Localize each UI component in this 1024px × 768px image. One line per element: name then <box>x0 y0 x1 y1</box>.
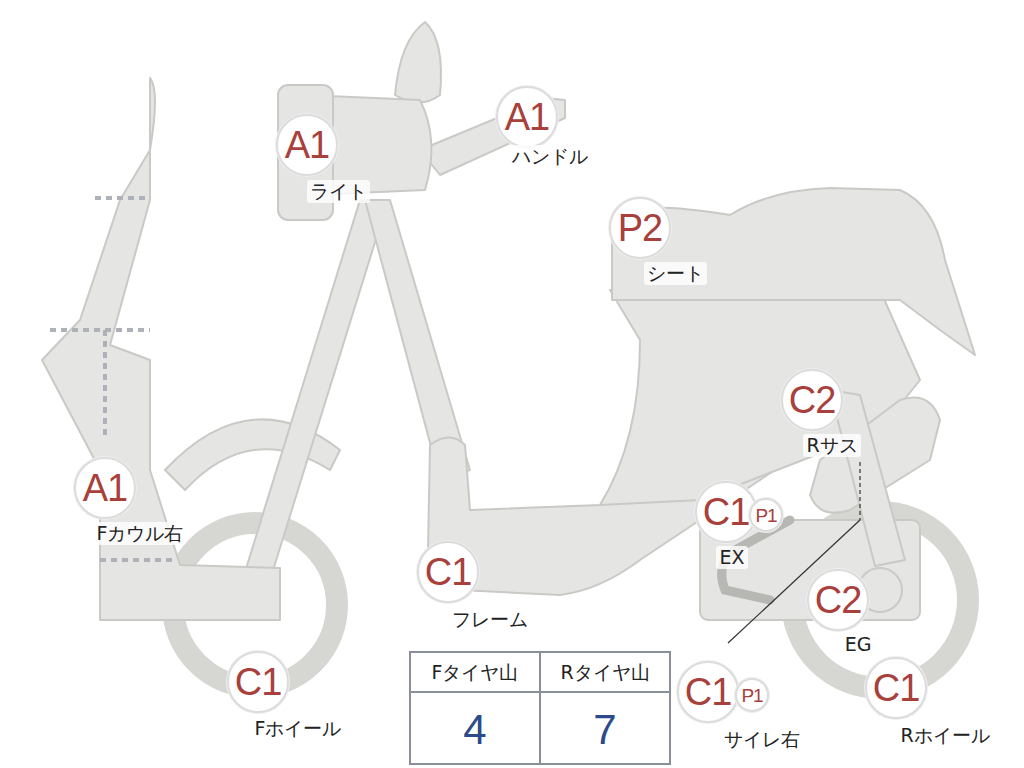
damage-callout: C2Rサス <box>781 369 843 431</box>
callout-circle: C2 <box>807 569 869 631</box>
part-name: サイレ右 <box>721 728 803 751</box>
callout-circle: A1 <box>276 114 338 176</box>
callout-code: P2 <box>618 209 662 247</box>
damage-callout: C1Rホイール <box>865 657 927 719</box>
front-cowl <box>42 78 280 620</box>
panel-seam <box>95 196 150 200</box>
panel-seam <box>100 558 175 562</box>
leader-line <box>859 462 860 520</box>
callout-circle: C1 <box>865 657 927 719</box>
part-name: フレーム <box>449 608 531 631</box>
part-name: Rホイール <box>897 724 992 747</box>
rear-shock <box>830 390 905 566</box>
panel-seam <box>50 328 150 332</box>
callout-code: C1 <box>685 673 732 711</box>
callout-circle: A1 <box>74 457 136 519</box>
callout-circle: C1 <box>417 541 479 603</box>
callout-code: C1 <box>425 553 472 591</box>
callout-circle: P1 <box>735 678 769 712</box>
damage-callout: A1Fカウル右 <box>74 457 136 519</box>
table-header: Fタイヤ山 <box>432 663 519 682</box>
damage-callout: C1サイレ右 <box>677 661 739 723</box>
part-name: ライト <box>307 180 370 203</box>
part-name: EG <box>842 633 875 656</box>
table-rule <box>539 652 541 764</box>
callout-code: P1 <box>741 686 762 705</box>
damage-callout: P1 <box>749 498 783 532</box>
table-value: 7 <box>593 709 616 751</box>
callout-code: C1 <box>873 669 920 707</box>
front-fork <box>245 200 385 580</box>
damage-callout: A1ライト <box>276 114 338 176</box>
callout-code: C2 <box>815 581 862 619</box>
table-header: Rタイヤ山 <box>560 663 649 682</box>
damage-callout: C1フレーム <box>417 541 479 603</box>
windscreen <box>395 22 441 103</box>
table-value: 4 <box>463 709 486 751</box>
callout-code: C2 <box>789 381 836 419</box>
tread-table <box>410 652 670 764</box>
callout-code: C1 <box>703 493 750 531</box>
callout-code: C1 <box>235 663 282 701</box>
part-name: Fカウル右 <box>94 522 187 545</box>
damage-callout: A1ハンドル <box>496 86 558 148</box>
damage-callout: C1EX <box>695 481 757 543</box>
part-name: Fホイール <box>252 717 345 740</box>
damage-callout: C2EG <box>807 569 869 631</box>
part-name: EX <box>716 546 747 569</box>
callout-code: A1 <box>285 126 329 164</box>
callout-circle: C2 <box>781 369 843 431</box>
part-name: ハンドル <box>509 145 591 168</box>
callout-circle: P1 <box>749 498 783 532</box>
callout-code: A1 <box>505 98 549 136</box>
damage-callout: P1 <box>735 678 769 712</box>
damage-callout: P2シート <box>609 197 671 259</box>
callout-circle: C1 <box>227 651 289 713</box>
callout-circle: A1 <box>496 86 558 148</box>
callout-circle: C1 <box>677 661 739 723</box>
callout-code: A1 <box>83 469 127 507</box>
callout-circle: C1 <box>695 481 757 543</box>
panel-seam <box>103 330 107 440</box>
part-name: シート <box>644 262 707 285</box>
callout-circle: P2 <box>609 197 671 259</box>
part-name: Rサス <box>803 434 860 457</box>
damage-callout: C1Fホイール <box>227 651 289 713</box>
callout-code: P1 <box>755 506 776 525</box>
